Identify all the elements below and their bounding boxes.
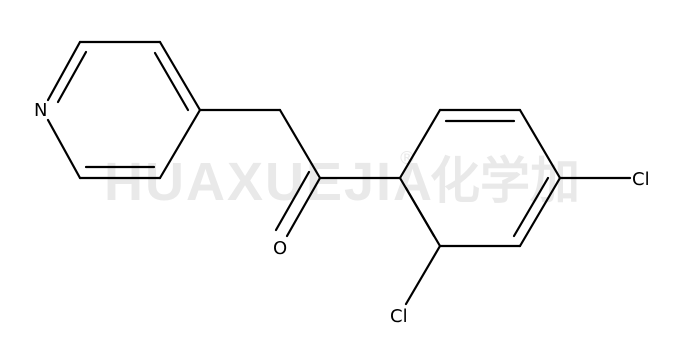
chlorine-substituents: Cl Cl	[390, 169, 650, 327]
bond-ar-c2c1-inner	[404, 186, 436, 238]
bond-carbonyl-o-1	[285, 176, 322, 238]
bond-py-c6n	[46, 118, 82, 180]
atom-label-chlorine-ortho: Cl	[390, 306, 408, 327]
bond-ar-c1c6	[398, 108, 442, 180]
bond-ar-c4c3-inner	[512, 176, 550, 238]
bond-py-nc2-inner	[56, 50, 88, 104]
atom-label-chlorine-para: Cl	[632, 169, 650, 190]
dichlorophenyl-ring	[398, 108, 562, 248]
bond-py-c4c5	[158, 108, 202, 180]
atom-label-nitrogen: N	[34, 100, 47, 121]
bond-c2-cl	[404, 244, 442, 306]
bond-py-c3c4-inner	[153, 51, 190, 112]
bond-ch2-carbonyl	[278, 108, 322, 180]
bond-ar-c4c3	[518, 176, 562, 248]
watermark: HUAXUEJIA ® 化学加	[104, 148, 580, 212]
watermark-latin: HUAXUEJIA	[104, 152, 434, 212]
bond-py-nc2	[46, 40, 82, 102]
watermark-registered-mark: ®	[398, 148, 416, 169]
bond-ar-c5c4	[518, 108, 562, 180]
bond-py-c3c4	[158, 40, 202, 112]
pyridine-ring: N	[34, 40, 202, 180]
atom-label-oxygen: O	[273, 238, 287, 259]
linker-chain: O	[198, 108, 402, 259]
bond-carbonyl-o-2	[274, 170, 311, 232]
watermark-cjk: 化学加	[430, 152, 580, 210]
